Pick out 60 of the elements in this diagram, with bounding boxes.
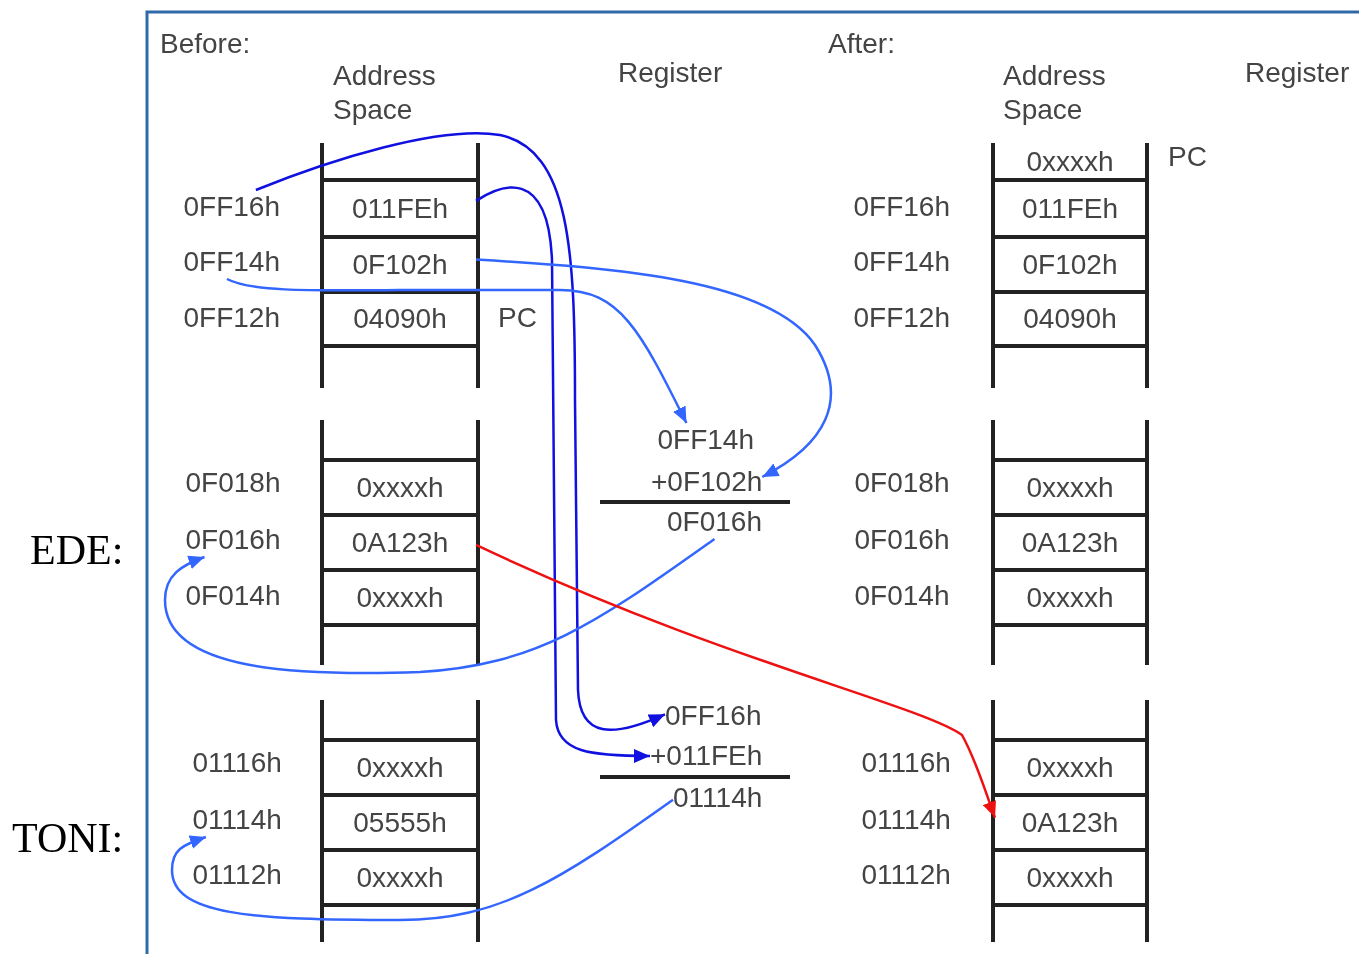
memory-cell: 04090h — [995, 295, 1145, 343]
arrow — [475, 258, 833, 478]
arrow — [255, 132, 666, 731]
section-heading: After: — [828, 27, 895, 61]
register-value: 0FF16h — [665, 699, 762, 733]
memory-cell: 0F102h — [995, 240, 1145, 289]
address-label: 0F018h — [185, 466, 281, 500]
address-label: 01116h — [861, 746, 951, 780]
memory-cell: 0xxxxh — [324, 743, 476, 792]
memory-cell: 011FEh — [324, 183, 476, 234]
register-value: 01114h — [673, 781, 763, 815]
address-label: 0FF12h — [183, 301, 280, 335]
variable-name: EDE: — [30, 526, 124, 574]
address-label: 0F016h — [854, 523, 950, 557]
register-value: 0FF14h — [657, 423, 754, 457]
memory-cell: 0xxxxh — [995, 463, 1145, 512]
memory-cell: 0xxxxh — [995, 146, 1145, 177]
address-label: 0FF16h — [183, 190, 280, 224]
address-label: 0FF14h — [183, 245, 280, 279]
address-label: 01112h — [192, 858, 282, 892]
memory-cell: 0A123h — [995, 518, 1145, 567]
register-value: 0F016h — [667, 505, 762, 539]
address-label: 0FF16h — [853, 190, 950, 224]
memory-cell: 0xxxxh — [995, 573, 1145, 622]
address-label: 0F016h — [185, 523, 281, 557]
column-heading: Register — [618, 56, 723, 90]
address-label: 0F014h — [185, 579, 281, 613]
memory-cell: 0F102h — [324, 240, 476, 289]
arrow — [475, 186, 650, 763]
address-label: 01114h — [861, 803, 951, 837]
arrow — [163, 538, 716, 675]
column-heading: Address Space — [333, 59, 437, 127]
memory-cell: 011FEh — [995, 183, 1145, 234]
column-heading: Register — [1245, 56, 1350, 90]
memory-cell: 0xxxxh — [995, 743, 1145, 792]
register-name: PC — [1168, 140, 1207, 174]
arrow — [226, 277, 688, 424]
address-label: 01112h — [861, 858, 951, 892]
register-name: PC — [498, 301, 537, 335]
address-label: 0FF14h — [853, 245, 950, 279]
memory-cell: 04090h — [324, 295, 476, 343]
address-label: 0F014h — [854, 579, 950, 613]
column-heading: Address Space — [1003, 59, 1107, 127]
arrow — [475, 543, 997, 819]
register-value: +011FEh — [650, 739, 763, 773]
address-label: 0F018h — [854, 466, 950, 500]
memory-cell: 0xxxxh — [324, 573, 476, 622]
variable-name: TONI: — [12, 814, 124, 862]
section-heading: Before: — [160, 27, 251, 61]
address-label: 0FF12h — [853, 301, 950, 335]
memory-cell: 0xxxxh — [324, 853, 476, 902]
memory-cell: 0A123h — [324, 518, 476, 567]
address-label: 01114h — [192, 803, 282, 837]
memory-cell: 0xxxxh — [995, 853, 1145, 902]
memory-cell: 05555h — [324, 798, 476, 847]
memory-cell: 0A123h — [995, 798, 1145, 847]
memory-cell: 0xxxxh — [324, 463, 476, 512]
address-label: 01116h — [192, 746, 282, 780]
register-value: +0F102h — [651, 465, 763, 499]
arrow — [170, 798, 674, 922]
